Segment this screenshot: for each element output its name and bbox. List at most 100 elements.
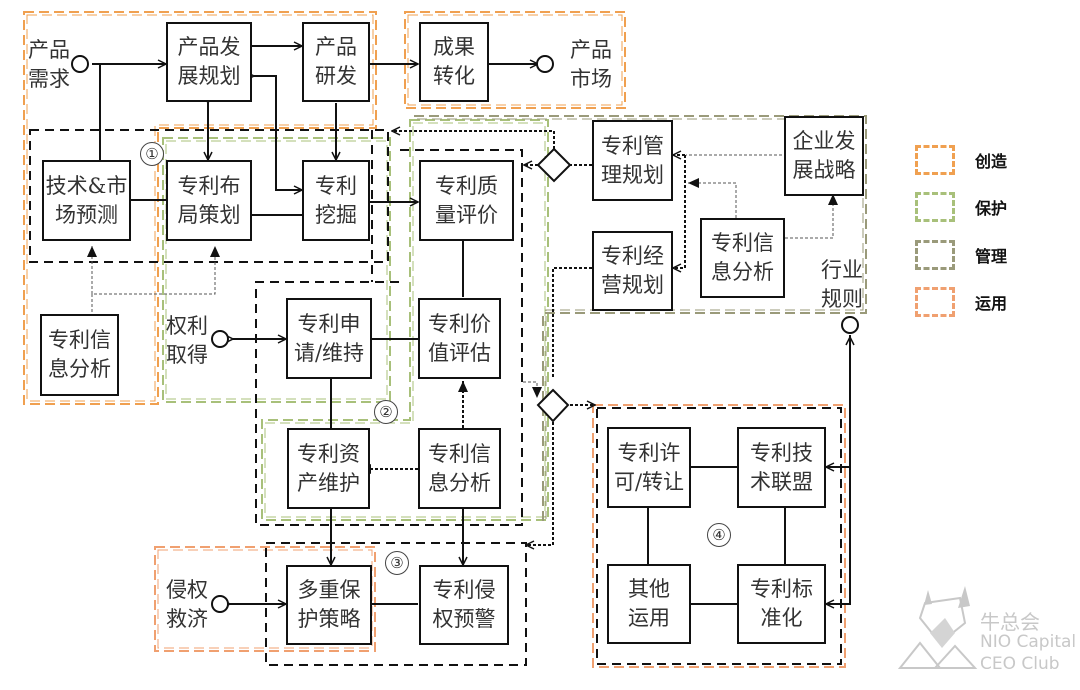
node-text: 值评估 bbox=[428, 340, 491, 365]
legend-label-create: 创造 bbox=[975, 152, 1008, 171]
node-info-analysis-mgmt: 专利信息分析 bbox=[700, 218, 785, 298]
stage-number-3: ③ bbox=[385, 551, 409, 575]
node-text: 专利申 bbox=[297, 311, 361, 336]
node-text: 息分析 bbox=[428, 470, 491, 495]
legend-swatch-create bbox=[915, 145, 955, 175]
protect-region-1 bbox=[162, 137, 391, 403]
node-text: 专利侵 bbox=[432, 578, 496, 602]
node-value-eval: 专利价值评估 bbox=[418, 298, 501, 379]
node-asset-maint: 专利资产维护 bbox=[287, 428, 370, 509]
node-text: 请/维持 bbox=[293, 340, 365, 365]
terminal-circle-rights bbox=[211, 330, 229, 348]
legend-item-manage: 管理 bbox=[915, 240, 1007, 270]
label-text: 规则 bbox=[821, 287, 863, 311]
node-text: 营规划 bbox=[601, 273, 664, 297]
legend-swatch-protect bbox=[915, 192, 955, 222]
node-text: 转化 bbox=[433, 64, 475, 88]
label-text: 救济 bbox=[166, 607, 208, 631]
node-text: 挖掘 bbox=[315, 202, 357, 227]
watermark-line-1: NIO Capital bbox=[980, 632, 1077, 652]
protect-region-2 bbox=[261, 119, 549, 521]
label-text: 取得 bbox=[166, 343, 208, 367]
stage-4-frame bbox=[596, 407, 842, 665]
node-text: 产品 bbox=[315, 35, 357, 59]
node-text: 专利质 bbox=[435, 173, 498, 198]
node-text: 量评价 bbox=[435, 202, 498, 227]
node-info-analysis-1: 专利信息分析 bbox=[40, 314, 119, 396]
label-text: 产品 bbox=[28, 38, 70, 62]
protect-region-frames bbox=[162, 119, 549, 521]
stage-2-frame bbox=[255, 149, 523, 526]
node-text: 局策划 bbox=[177, 202, 241, 227]
node-mgmt-plan: 专利管理规划 bbox=[592, 120, 673, 201]
node-text: 术联盟 bbox=[750, 469, 813, 494]
node-text: 展战略 bbox=[792, 158, 856, 182]
node-text: 产维护 bbox=[297, 470, 360, 495]
node-text: 护策略 bbox=[297, 607, 361, 631]
watermark: 牛总会 NIO Capital CEO Club bbox=[880, 578, 1080, 688]
legend-label-apply: 运用 bbox=[975, 294, 1008, 313]
node-text: 专利信 bbox=[48, 328, 111, 352]
node-transfer: 成果转化 bbox=[419, 22, 489, 102]
node-text: 运用 bbox=[628, 606, 670, 630]
node-text: 专利经 bbox=[601, 244, 664, 268]
bull-logo-icon bbox=[897, 586, 978, 669]
terminal-circle-remedy bbox=[211, 595, 229, 613]
node-text: 专利资 bbox=[297, 441, 360, 466]
node-text: 专利信 bbox=[428, 441, 491, 466]
stage-frames bbox=[29, 129, 842, 666]
terminal-circle-demand bbox=[71, 55, 89, 73]
create-region-remedy bbox=[154, 546, 376, 652]
stage-number-1: ① bbox=[140, 142, 164, 166]
node-text: 技术&市 bbox=[45, 173, 128, 198]
terminal-label-demand: 产品 需求 bbox=[28, 36, 70, 94]
terminal-label-rights: 权利 取得 bbox=[166, 312, 208, 370]
legend-label-manage: 管理 bbox=[975, 247, 1008, 266]
node-text: 成果 bbox=[433, 35, 475, 59]
legend-item-protect: 保护 bbox=[915, 192, 1007, 222]
node-text: 专利管 bbox=[601, 133, 664, 158]
label-text: 产品 bbox=[570, 38, 612, 62]
label-text: 市场 bbox=[570, 67, 612, 91]
node-text: 专利布 bbox=[177, 173, 241, 198]
node-text: 企业发 bbox=[792, 129, 856, 153]
node-text: 场预测 bbox=[54, 202, 118, 227]
node-product-rd: 产品研发 bbox=[302, 22, 370, 102]
label-text: 行业 bbox=[821, 258, 863, 282]
node-text: 专利 bbox=[315, 173, 357, 198]
decision-diamond-application bbox=[536, 388, 570, 423]
node-text: 专利技 bbox=[750, 440, 813, 465]
node-license: 专利许可/转让 bbox=[607, 427, 691, 508]
terminal-label-remedy: 侵权 救济 bbox=[166, 576, 208, 634]
terminal-circle-industry bbox=[841, 316, 859, 334]
create-region-top bbox=[23, 11, 377, 405]
node-text: 可/转让 bbox=[613, 469, 685, 494]
decision-diamond-management bbox=[536, 147, 572, 183]
node-info-analysis-2: 专利信息分析 bbox=[418, 428, 501, 509]
node-text: 理规划 bbox=[601, 162, 664, 187]
node-text: 专利标 bbox=[750, 577, 813, 601]
node-text: 权预警 bbox=[432, 607, 496, 631]
node-ops-plan: 专利经营规划 bbox=[592, 231, 673, 311]
node-other-use: 其他运用 bbox=[607, 564, 691, 644]
legend-label-protect: 保护 bbox=[975, 199, 1008, 218]
node-mining: 专利挖掘 bbox=[302, 160, 370, 241]
legend-swatch-manage bbox=[915, 240, 955, 270]
watermark-chinese: 牛总会 bbox=[980, 610, 1040, 634]
create-region-market bbox=[404, 11, 626, 109]
node-text: 息分析 bbox=[711, 260, 774, 284]
terminal-label-market: 产品 市场 bbox=[570, 36, 612, 94]
node-quality-eval: 专利质量评价 bbox=[419, 160, 514, 241]
node-text: 专利信 bbox=[711, 231, 774, 255]
stage-number-4: ④ bbox=[707, 523, 731, 547]
legend-item-create: 创造 bbox=[915, 145, 1007, 175]
label-text: 需求 bbox=[28, 67, 70, 91]
node-product-plan: 产品发展规划 bbox=[166, 22, 252, 102]
node-strategy: 企业发展战略 bbox=[784, 116, 864, 196]
manage-region bbox=[414, 115, 867, 522]
node-text: 其他 bbox=[628, 577, 670, 601]
stage-1-frame bbox=[29, 129, 389, 263]
stage-number-2: ② bbox=[374, 400, 398, 424]
node-multi-protect: 多重保护策略 bbox=[286, 565, 372, 645]
